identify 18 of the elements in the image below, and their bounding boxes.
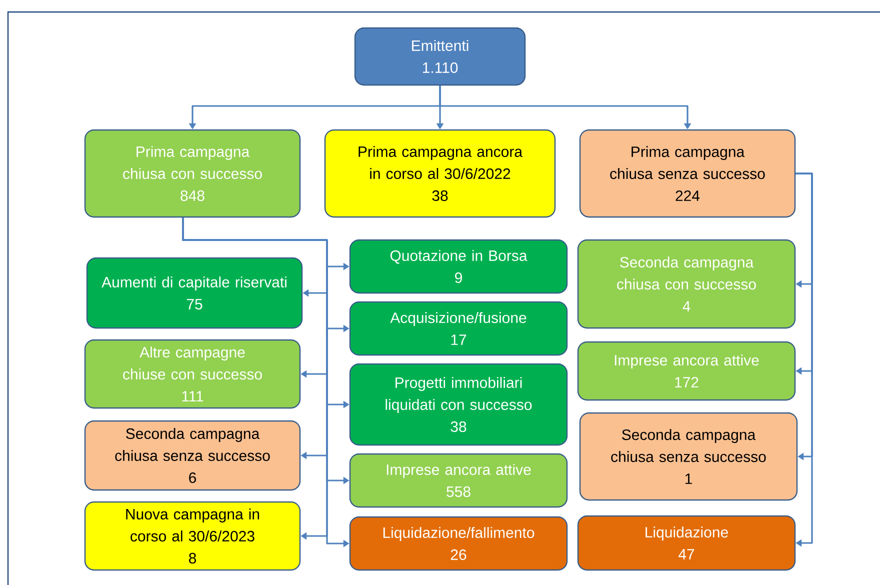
category-box: Seconda campagna chiusa senza successo 6 — [84, 420, 301, 491]
category-box: Seconda campagna chiusa con successo 4 — [577, 239, 796, 329]
category-box: Nuova campagna in corso al 30/6/2023 8 — [84, 501, 301, 571]
arrow — [796, 172, 813, 547]
category-box: Altre campagne chiuse con successo 111 — [84, 339, 301, 409]
category-box: Prima campagna ancora in corso al 30/6/2022 38 — [324, 129, 556, 218]
category-box: Progetti immobiliari liquidati con successo 38 — [349, 363, 568, 446]
category-box: Aumenti di capitale riservati 75 — [86, 257, 303, 329]
category-box: Imprese ancora attive 172 — [577, 341, 796, 401]
category-box: Prima campagna chiusa senza successo 224 — [579, 129, 796, 218]
category-box: Liquidazione 47 — [577, 515, 796, 571]
category-box: Seconda campagna chiusa senza successo 1 — [579, 412, 798, 501]
category-box: Prima campagna chiusa con successo 848 — [84, 129, 301, 218]
category-box: Liquidazione/fallimento 26 — [349, 516, 568, 571]
category-box: Imprese ancora attive 558 — [349, 453, 568, 508]
category-box: Acquisizione/fusione 17 — [349, 301, 568, 356]
root-box: Emittenti 1.110 — [354, 27, 526, 86]
category-box: Quotazione in Borsa 9 — [349, 239, 568, 294]
